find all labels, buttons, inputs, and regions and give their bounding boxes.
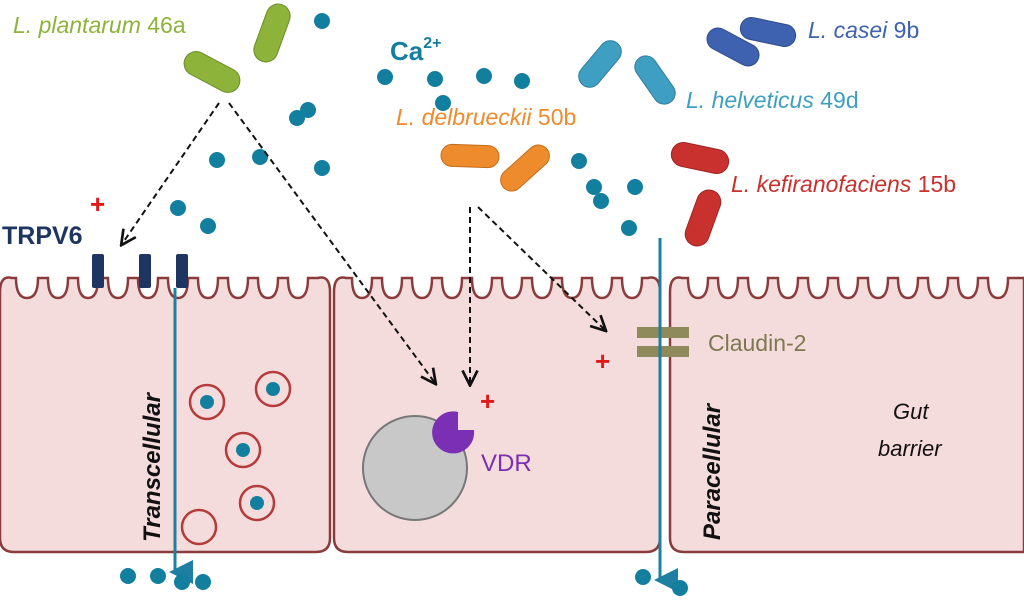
trpv6-label: TRPV6 <box>2 222 83 250</box>
l-kefiranofaciens-label: L. kefiranofaciens 15b <box>731 171 956 197</box>
l-casei-label: L. casei 9b <box>808 17 919 43</box>
l-plantarum-strain: 46a <box>147 12 186 38</box>
calcium-vesicles <box>180 370 292 546</box>
bacteria-l-plantarum <box>183 3 291 93</box>
l-kefiranofaciens-species: L. kefiranofaciens <box>731 171 912 197</box>
transcellular-label: Transcellular <box>139 391 166 542</box>
l-kefiranofaciens-strain: 15b <box>918 171 956 197</box>
gut-barrier-label-line-1: Gut <box>893 399 929 424</box>
l-delbrueckii-strain: 50b <box>538 104 576 130</box>
epithelial-cell-right <box>668 276 1024 554</box>
l-delbrueckii-label: L. delbrueckii 50b <box>396 104 576 130</box>
claudin-plus-sign: + <box>595 346 610 376</box>
claudin-2-label: Claudin-2 <box>708 330 806 356</box>
epithelial-cell-middle <box>332 276 662 554</box>
vdr-plus-sign: + <box>480 386 495 416</box>
paracellular-label: Paracellular <box>699 402 726 540</box>
claudin-2-junction <box>637 327 689 357</box>
bacteria-l-delbrueckii <box>440 143 550 192</box>
epithelial-cell-left <box>0 276 332 554</box>
l-casei-species: L. casei <box>808 17 888 43</box>
bacteria-l-helveticus <box>578 40 676 105</box>
l-helveticus-strain: 49d <box>820 87 858 113</box>
trpv6-plus-sign: + <box>90 189 105 219</box>
bacteria-l-kefiranofaciens <box>670 141 730 247</box>
calcium-ions <box>170 13 643 236</box>
regulation-arrows <box>122 102 605 384</box>
vdr-receptor-icon <box>432 411 475 454</box>
l-plantarum-species: L. plantarum <box>13 12 141 38</box>
gut-barrier-label-line-2: barrier <box>878 436 943 461</box>
calcium-charge: 2+ <box>423 35 441 52</box>
calcium-label: Ca2+ <box>390 35 442 66</box>
bacteria-l-casei <box>706 16 797 67</box>
trpv6-channels <box>92 254 188 288</box>
vdr-label: VDR <box>481 450 532 477</box>
l-helveticus-label: L. helveticus 49d <box>686 87 859 113</box>
absorbed-calcium-ions <box>120 568 688 596</box>
l-plantarum-label: L. plantarum 46a <box>13 12 186 38</box>
l-casei-strain: 9b <box>894 17 920 43</box>
calcium-symbol: Ca <box>390 36 424 66</box>
l-helveticus-species: L. helveticus <box>686 87 814 113</box>
l-delbrueckii-species: L. delbrueckii <box>396 104 532 130</box>
